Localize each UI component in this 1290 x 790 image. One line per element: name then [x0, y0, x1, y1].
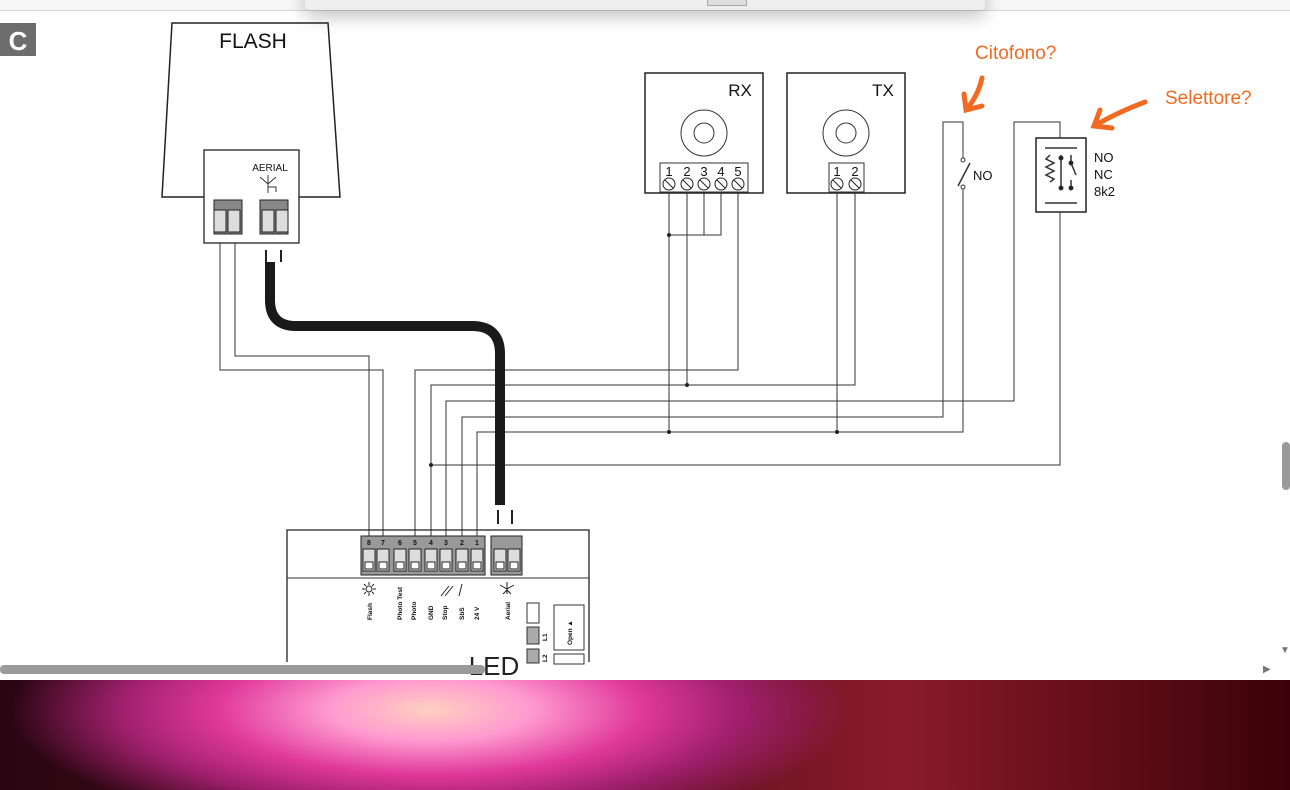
- open-button[interactable]: Open ▲: [567, 620, 574, 645]
- terminal-number: 7: [381, 540, 385, 547]
- key-selector: [1035, 137, 1087, 213]
- terminal-number: 2: [460, 540, 464, 547]
- aerial-symbol-icon: [499, 582, 515, 595]
- orange-arrow-icons: [961, 75, 1148, 131]
- terminal-label: Stop: [442, 606, 449, 620]
- tx-terminal-number: 1: [833, 164, 840, 179]
- scroll-right-arrow-icon[interactable]: ▶: [1263, 664, 1271, 675]
- antenna-icon: [259, 175, 277, 193]
- terminal-number: 4: [429, 540, 433, 547]
- terminal-number: 1: [475, 540, 479, 547]
- terminal-label: GND: [428, 605, 435, 620]
- rx-terminal-number: 4: [717, 164, 724, 179]
- annotation-citofono: Citofono?: [975, 43, 1056, 64]
- section-label: C: [9, 26, 28, 56]
- desktop-wallpaper: [0, 680, 1290, 790]
- intercom-switch: [957, 162, 971, 187]
- selector-no: NO: [1094, 150, 1114, 165]
- terminal-slot: [227, 209, 241, 233]
- flash-title: FLASH: [219, 30, 287, 53]
- wiring-diagram: C FLASH AERIAL RX TX NO NO NC 8k2 Citofo…: [0, 22, 1252, 680]
- control-board: [286, 529, 590, 662]
- terminal-label: Photo Test: [397, 586, 404, 620]
- led-l1-label: L1: [542, 633, 549, 641]
- annotation-selettore: Selettore?: [1165, 88, 1252, 109]
- tx-photocell: [786, 72, 906, 194]
- terminal-number: 5: [413, 540, 417, 547]
- rx-terminal-number: 3: [700, 164, 707, 179]
- rx-terminal-number: 5: [734, 164, 741, 179]
- section-label-box: [0, 23, 36, 56]
- terminal-label: Photo: [411, 602, 418, 620]
- rx-terminal-number: 1: [665, 164, 672, 179]
- dropdown-panel: [305, 0, 985, 10]
- tx-title: TX: [872, 81, 894, 100]
- coaxial-cable: [265, 262, 505, 505]
- rx-title: RX: [728, 81, 752, 100]
- selector-nc: NC: [1094, 167, 1113, 182]
- aerial-terminal-label: Aerial: [505, 602, 512, 620]
- terminal-slot: [275, 209, 289, 233]
- led-l2-label: L2: [542, 654, 549, 662]
- intercom-no-label: NO: [973, 168, 993, 183]
- rx-terminal-number: 2: [683, 164, 690, 179]
- aerial-label: AERIAL: [252, 163, 288, 174]
- terminal-label: 24 V: [474, 606, 481, 620]
- flash-housing: [161, 22, 341, 198]
- terminal-slot: [261, 209, 275, 233]
- terminal-number: 6: [398, 540, 402, 547]
- panel-handle[interactable]: [707, 0, 747, 6]
- tx-terminal-number: 2: [851, 164, 858, 179]
- selector-resistor: 8k2: [1094, 184, 1115, 199]
- horizontal-scrollbar[interactable]: [0, 665, 485, 674]
- document-viewer: C FLASH AERIAL RX TX NO NO NC 8k2 Citofo…: [0, 0, 1290, 680]
- stop-sbs-symbols: [440, 583, 463, 597]
- open-button-outline: [553, 604, 585, 651]
- terminal-slot: [213, 209, 227, 233]
- scroll-down-arrow-icon[interactable]: ▼: [1280, 645, 1290, 656]
- flash-symbol-icon: [362, 582, 376, 596]
- terminal-number: 3: [444, 540, 448, 547]
- terminal-label: SbS: [459, 607, 466, 620]
- terminal-label: Flash: [367, 603, 374, 620]
- vertical-scrollbar[interactable]: [1282, 442, 1290, 490]
- terminal-number: 8: [367, 540, 371, 547]
